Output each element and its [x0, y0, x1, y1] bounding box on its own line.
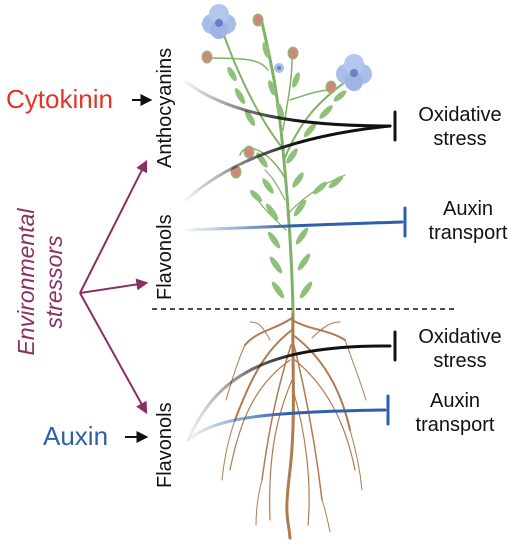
- anthocyanins-label: Anthocyanins: [154, 47, 176, 168]
- stressor-arrow-flavonols-root: [79, 292, 148, 415]
- auxin-transport-shoot-line1: Auxin: [442, 198, 494, 220]
- oxidative-stress-shoot-label: Oxidative stress: [410, 103, 510, 151]
- oxidative-stress-root-line2: stress: [433, 350, 487, 372]
- auxin-transport-shoot-line2: transport: [428, 222, 508, 244]
- anthocyanins-to-oxidative-stress: [184, 80, 392, 128]
- flavonols-to-auxin-transport-shoot: [184, 220, 404, 232]
- environmental-stressors-label: Environmental stressors: [12, 182, 68, 382]
- flavonols-shoot-label: Flavonols: [154, 214, 176, 300]
- auxin-transport-root-line1: Auxin: [429, 390, 481, 412]
- auxin-label: Auxin: [43, 421, 109, 451]
- flavonols-to-oxidative-stress-root: [186, 344, 392, 442]
- environmental-stressors-line2: stressors: [41, 235, 67, 329]
- flower-buds: [201, 13, 337, 179]
- environmental-stressors-line1: Environmental: [13, 208, 39, 356]
- auxin-transport-root-line2: transport: [415, 414, 495, 436]
- oxidative-stress-root-line1: Oxidative: [418, 326, 502, 348]
- oxidative-stress-shoot-line1: Oxidative: [418, 104, 502, 126]
- flower-1: [202, 4, 236, 39]
- flavonols-root-label: Flavonols: [154, 402, 176, 488]
- stressor-arrow-anthocyanins: [79, 159, 148, 294]
- root-system: [221, 310, 367, 540]
- shoot-leaves: [227, 42, 347, 299]
- oxidative-stress-root-label: Oxidative stress: [410, 325, 510, 373]
- flavonols-to-oxidative-stress: [184, 124, 392, 202]
- inhibition-curves: [184, 80, 407, 442]
- flower-3-small: [274, 63, 284, 73]
- auxin-transport-root-label: Auxin transport: [405, 389, 505, 437]
- flower-2: [336, 54, 372, 91]
- cytokinin-label: Cytokinin: [6, 84, 113, 114]
- oxidative-stress-shoot-line2: stress: [433, 128, 487, 150]
- stressor-arrows: [79, 159, 149, 415]
- stressor-arrow-flavonols-shoot: [79, 278, 149, 294]
- auxin-transport-shoot-label: Auxin transport: [418, 197, 518, 245]
- flavonols-to-auxin-transport-root: [186, 408, 387, 442]
- flax-plant-illustration: [201, 4, 372, 540]
